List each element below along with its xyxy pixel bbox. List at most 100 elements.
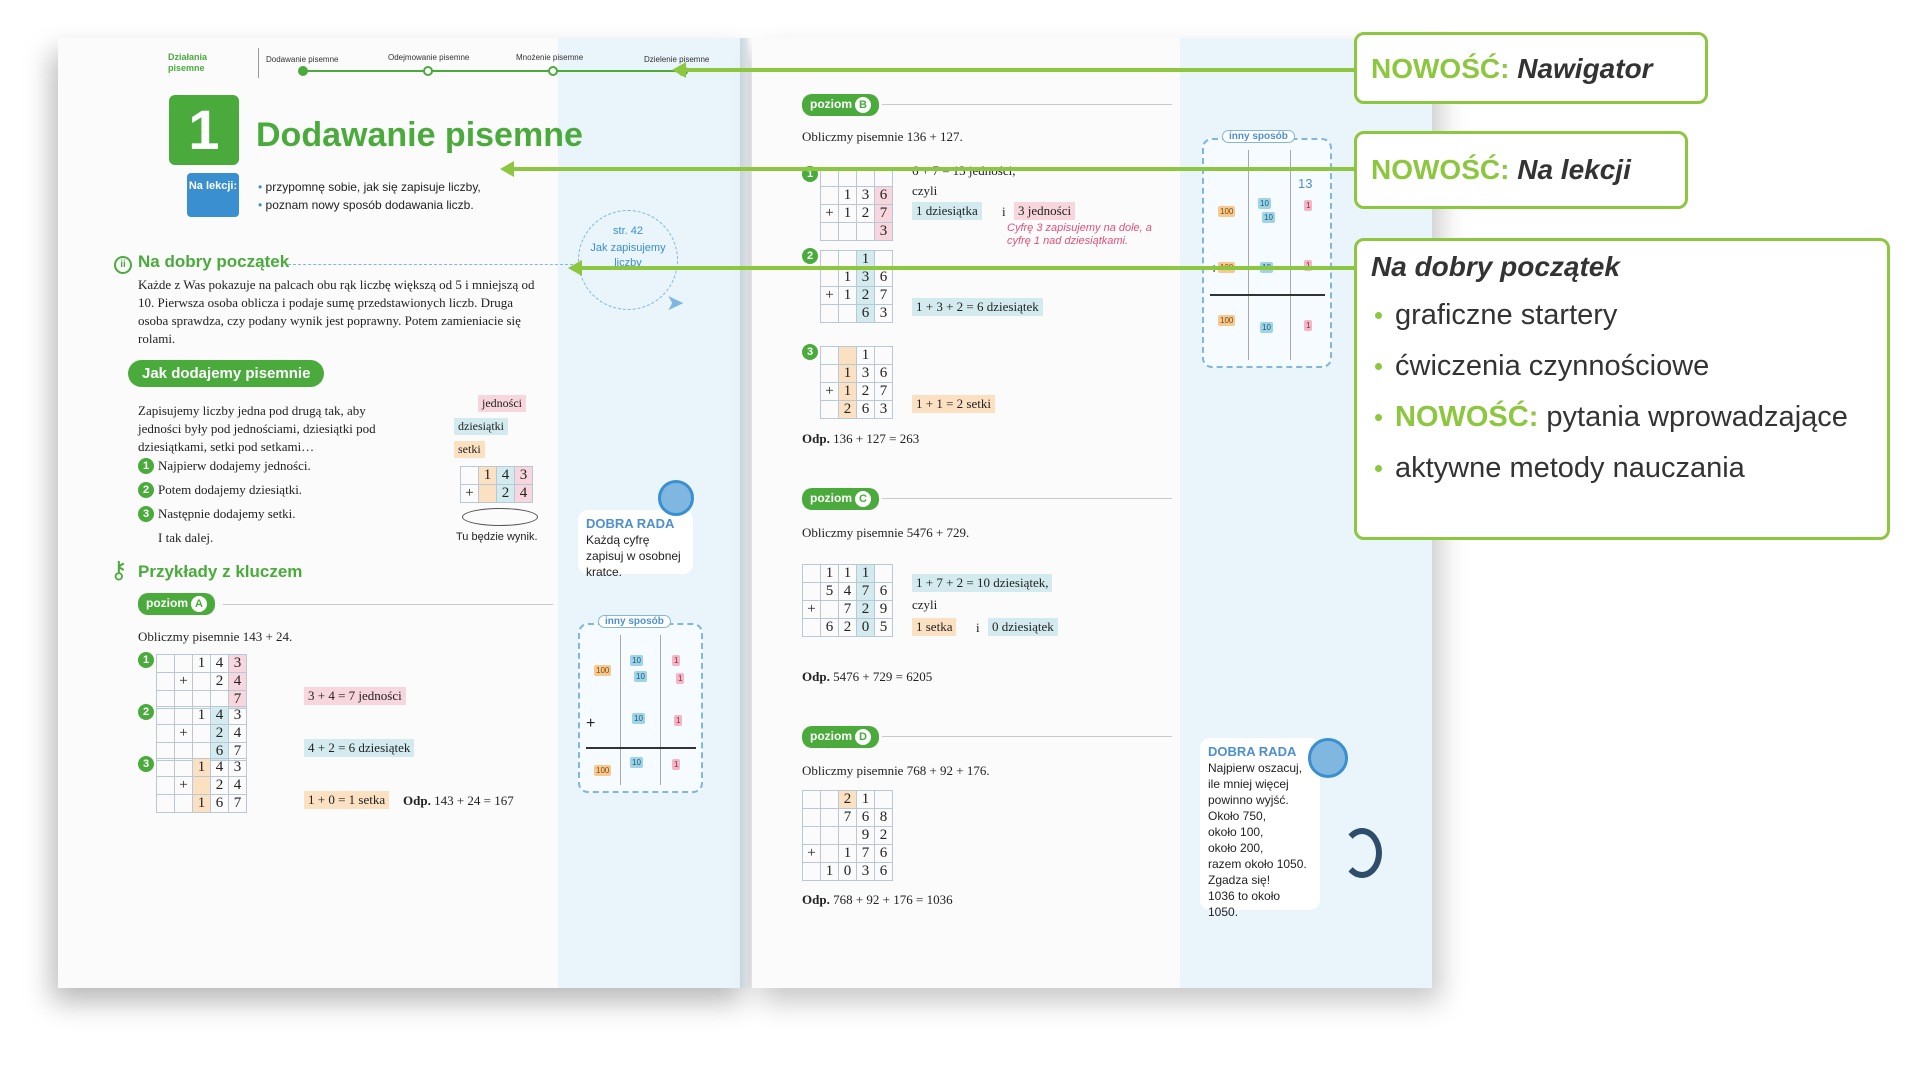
- lemur-mascot-icon: [1308, 738, 1348, 778]
- howto-step-3: Następnie dodajemy setki.: [158, 506, 296, 521]
- chip-ten: 10: [630, 757, 643, 768]
- chip-hundred: 100: [1218, 206, 1236, 217]
- step-number: 3: [138, 756, 154, 772]
- answer-c: Odp. 5476 + 729 = 6205: [802, 668, 932, 686]
- level-letter: A: [191, 596, 207, 612]
- keys-icon: ⚷: [110, 557, 128, 584]
- navigator-dot: [423, 66, 433, 76]
- tip-line: Najpierw oszacuj,: [1208, 761, 1303, 775]
- callout-new-word: NOWOŚĆ:: [1371, 53, 1510, 84]
- howto-closing: I tak dalej.: [158, 530, 214, 545]
- navigator-track: [302, 70, 727, 72]
- navigator-dot: [548, 66, 558, 76]
- lesson-goal: • przypomnę sobie, jak się zapisuje licz…: [258, 180, 481, 194]
- label-hundreds: setki: [454, 441, 485, 458]
- c-chip-2: 0 dziesiątek: [988, 618, 1058, 636]
- callout-navigator-arrow: [686, 68, 1354, 72]
- alt-method-label: inny sposób: [1222, 130, 1295, 143]
- starter-dashed-link: [288, 264, 578, 265]
- arrow-head-icon: [568, 260, 582, 276]
- starter-text: Każde z Was pokazuje na palcach obu rąk …: [138, 277, 535, 346]
- answer-d: Odp. 768 + 92 + 176 = 1036: [802, 891, 953, 909]
- step-number: 2: [138, 482, 154, 498]
- callout-item-text: pytania wprowadzające: [1538, 401, 1848, 433]
- callout-navigator: NOWOŚĆ: Nawigator: [1354, 32, 1708, 104]
- c-chip-1: 1 setka: [912, 618, 957, 636]
- starter-heading: Na dobry początek: [138, 252, 290, 271]
- lesson-number: 1: [169, 95, 239, 165]
- answer-label: Odp.: [802, 669, 830, 684]
- level-rule: [882, 498, 1172, 499]
- level-letter: B: [855, 97, 871, 113]
- b-handnote: Cyfrę 3 zapisujemy na dole, a cyfrę 1 na…: [1007, 222, 1152, 247]
- navigator-step-1[interactable]: Dodawanie pisemne: [266, 55, 339, 64]
- tip-text: Każdą cyfrę zapisuj w osobnej kratce.: [586, 533, 681, 579]
- tip-line: Około 750,: [1208, 809, 1267, 823]
- alt-sum-line: [1210, 294, 1325, 296]
- arrow-head-icon: [500, 161, 514, 177]
- answer-value: 768 + 92 + 176 = 1036: [833, 892, 953, 907]
- callout-starter: Na dobry początek graficzne startery ćwi…: [1354, 238, 1890, 540]
- level-word: poziom: [810, 729, 852, 743]
- callout-emphasis: Na lekcji: [1517, 154, 1631, 185]
- b-chip-2: 3 jedności: [1014, 202, 1076, 220]
- arrow-head-icon: [672, 62, 686, 78]
- answer-value: 143 + 24 = 167: [434, 793, 514, 808]
- chip-ten: 10: [1260, 322, 1273, 333]
- lesson-goal: • poznam nowy sposób dodawania liczb.: [258, 198, 474, 212]
- b-note-2: 1 + 3 + 2 = 6 dziesiątek: [912, 298, 1043, 316]
- alt-grid-line: [620, 635, 621, 785]
- callout-navigator-text: NOWOŚĆ: Nawigator: [1371, 53, 1653, 85]
- callout-item: aktywne metody nauczania: [1369, 450, 1879, 487]
- lemur-tail-icon: [1342, 828, 1382, 878]
- c-note-1: 1 + 7 + 2 = 10 dziesiątek,: [912, 574, 1053, 592]
- b-note-3: 1 + 1 = 2 setki: [912, 395, 995, 413]
- howto-intro: Zapisujemy liczby jedna pod drugą tak, a…: [138, 403, 376, 454]
- level-word: poziom: [810, 491, 852, 505]
- howto-step-2: Potem dodajemy dziesiątki.: [158, 482, 303, 497]
- callout-item: NOWOŚĆ: pytania wprowadzające: [1369, 399, 1879, 436]
- chip-one: 1: [1304, 320, 1313, 331]
- navigator-section: Działania pisemne: [168, 52, 208, 73]
- c-and: i: [976, 620, 980, 635]
- plus-sign: +: [586, 715, 596, 732]
- callout-item-text: aktywne metody nauczania: [1395, 452, 1745, 484]
- navigator-step-2[interactable]: Odejmowanie pisemne: [388, 53, 470, 62]
- note-a1: 3 + 4 = 7 jedności: [304, 687, 406, 705]
- chip-one: 1: [676, 673, 685, 684]
- tip-line: powinno wyjść.: [1208, 793, 1289, 807]
- tip-line: około 200,: [1208, 841, 1264, 855]
- step-number: 1: [138, 458, 154, 474]
- result-oval: [462, 508, 538, 526]
- step-number: 3: [138, 506, 154, 522]
- callout-new-word: NOWOŚĆ:: [1371, 154, 1510, 185]
- howto-step-1: Najpierw dodajemy jedności.: [158, 458, 311, 473]
- chip-ten: 10: [630, 655, 643, 666]
- answer-b: Odp. 136 + 127 = 263: [802, 430, 919, 448]
- note-a2: 4 + 2 = 6 dziesiątek: [304, 739, 415, 757]
- level-rule: [223, 604, 553, 605]
- navigator-step-3[interactable]: Mnożenie pisemne: [516, 53, 584, 62]
- b-and: i: [1002, 204, 1006, 219]
- answer-label: Odp.: [802, 431, 830, 446]
- alt-grid-line: [1248, 150, 1249, 360]
- task-a: Obliczmy pisemnie 143 + 24.: [138, 629, 293, 644]
- alt-method-box: inny sposób 100 10 10 1 1 + 10 1 100 10 …: [578, 615, 703, 793]
- alt-grid-line: [660, 635, 661, 785]
- b-note-1: 6 + 7 = 13 jedności,: [912, 162, 1016, 180]
- callout-na-lekcji-text: NOWOŚĆ: Na lekcji: [1371, 154, 1631, 186]
- navigator-step-4[interactable]: Dzielenie pisemne: [644, 55, 710, 64]
- chip-ten: 10: [632, 713, 645, 724]
- tip-title: DOBRA RADA: [1208, 744, 1297, 759]
- callout-item: graficzne startery: [1369, 297, 1879, 334]
- alt-grid-line: [1290, 150, 1291, 360]
- alt-thirteen: 13: [1298, 176, 1313, 191]
